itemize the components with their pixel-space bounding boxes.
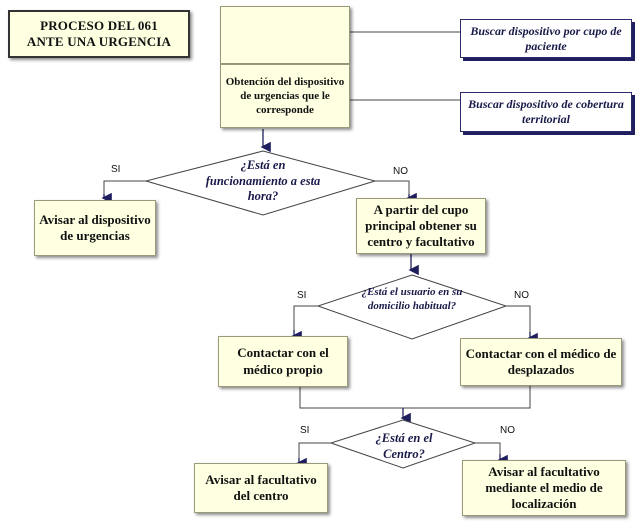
notify-locate-box: Avisar al facultativo mediante el medio …: [462, 460, 626, 516]
decision3-label: ¿Está en el Centro?: [375, 431, 433, 461]
search-territorial-box: Buscar dispositivo de cobertura territor…: [460, 92, 632, 132]
search-cupo-box: Buscar dispositivo por cupo de paciente: [460, 19, 632, 58]
decision2-diamond: [316, 274, 508, 340]
decision1-yes-label: SI: [111, 164, 121, 175]
notify-center-box: Avisar al facultativo del centro: [194, 463, 328, 513]
decision1-label: ¿Está en funcionamiento a esta hora?: [205, 158, 321, 204]
decision3-no-label: NO: [500, 425, 515, 436]
connector-d3-yes: [298, 442, 331, 462]
decision1-diamond: [144, 150, 377, 216]
decision3-yes-label: SI: [300, 425, 310, 436]
connector-d2-no: [506, 305, 531, 336]
obtain-device-box: Obtención del dispositivo de urgencias q…: [220, 64, 350, 128]
decision2-label: ¿Está el usuario en su domicilio habitua…: [361, 286, 463, 312]
decision2-no-label: NO: [514, 290, 529, 301]
contact-own-doctor-box: Contactar con el médico propio: [218, 336, 348, 387]
top-empty-box: [220, 6, 350, 64]
diagram-title: PROCESO DEL 061 ANTE UNA URGENCIA: [8, 10, 190, 58]
decision2-yes-label: SI: [297, 290, 307, 301]
decision3-diamond: [329, 419, 477, 469]
connector-d1-yes: [103, 180, 146, 196]
connector-d2-yes: [293, 305, 318, 334]
decision1-no-label: NO: [393, 166, 408, 177]
connector-merge: [299, 386, 531, 409]
contact-displaced-doctor-box: Contactar con el médico de desplazados: [460, 338, 622, 386]
connector-d3-no: [475, 442, 501, 458]
from-cupo-box: A partir del cupo principal obtener su c…: [356, 198, 486, 254]
connector-d1-no: [375, 180, 410, 196]
notify-device-box: Avisar al dispositivo de urgencias: [34, 200, 156, 256]
